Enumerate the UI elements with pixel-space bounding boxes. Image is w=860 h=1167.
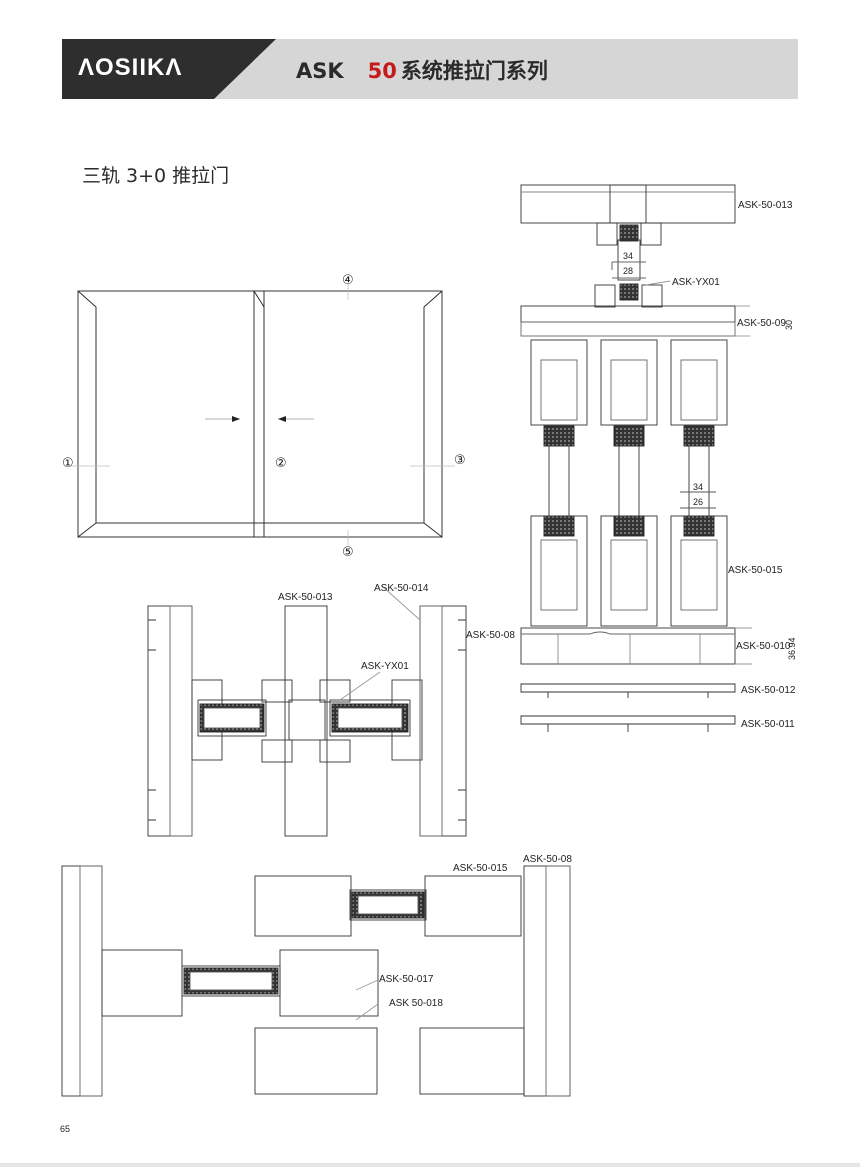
dim-top-outer: 34 <box>623 251 633 261</box>
ms-label-yx01: ASK-YX01 <box>361 661 409 672</box>
marker-1: ① <box>62 456 74 471</box>
bs-label-015: ASK-50-015 <box>453 863 508 874</box>
mid-section-drawing <box>147 585 467 837</box>
vs-label-013: ASK-50-013 <box>738 200 793 211</box>
bottom-section-drawing <box>61 865 571 1097</box>
logo-wedge <box>214 39 276 99</box>
logo-block: ΛOSIIKΛ <box>62 39 214 99</box>
vertical-section-drawing <box>520 184 752 732</box>
vs-label-010: ASK-50-010 <box>736 641 791 652</box>
vs-label-015: ASK-50-015 <box>728 565 783 576</box>
marker-4: ④ <box>342 273 354 288</box>
dim-sill: 36.94 <box>787 637 797 660</box>
marker-5: ⑤ <box>342 545 354 560</box>
dim-frame-height: 30 <box>784 320 794 330</box>
sash-column-1 <box>530 339 588 627</box>
sash-column-2 <box>600 339 658 627</box>
title-number: 50 <box>367 59 397 83</box>
ms-label-014: ASK-50-014 <box>374 583 429 594</box>
dim-top-inner: 28 <box>623 266 633 276</box>
title-rest: 系统推拉门系列 <box>400 59 548 83</box>
bs-label-018: ASK 50-018 <box>389 998 443 1009</box>
vs-label-011: ASK-50-011 <box>741 719 795 730</box>
vs-label-012: ASK-50-012 <box>741 685 796 696</box>
door-elevation <box>70 283 455 545</box>
ms-label-08: ASK-50-08 <box>466 630 515 641</box>
page-number: 65 <box>60 1124 71 1134</box>
dim-mid-inner: 26 <box>693 497 703 507</box>
marker-3: ③ <box>454 453 466 468</box>
ms-label-013: ASK-50-013 <box>278 592 333 603</box>
bs-label-08: ASK-50-08 <box>523 854 572 865</box>
section-title: 三轨 3+0 推拉门 <box>82 165 230 187</box>
title-prefix: ASK <box>296 59 344 83</box>
vs-label-09: ASK-50-09 <box>737 318 786 329</box>
dim-mid-outer: 34 <box>693 482 703 492</box>
bs-label-017: ASK-50-017 <box>379 974 434 985</box>
marker-2: ② <box>275 456 287 471</box>
sash-column-3 <box>670 339 728 627</box>
footer-rule <box>0 1163 860 1167</box>
brand-logo: ΛOSIIKΛ <box>78 54 183 81</box>
vs-label-yx01: ASK-YX01 <box>672 277 720 288</box>
